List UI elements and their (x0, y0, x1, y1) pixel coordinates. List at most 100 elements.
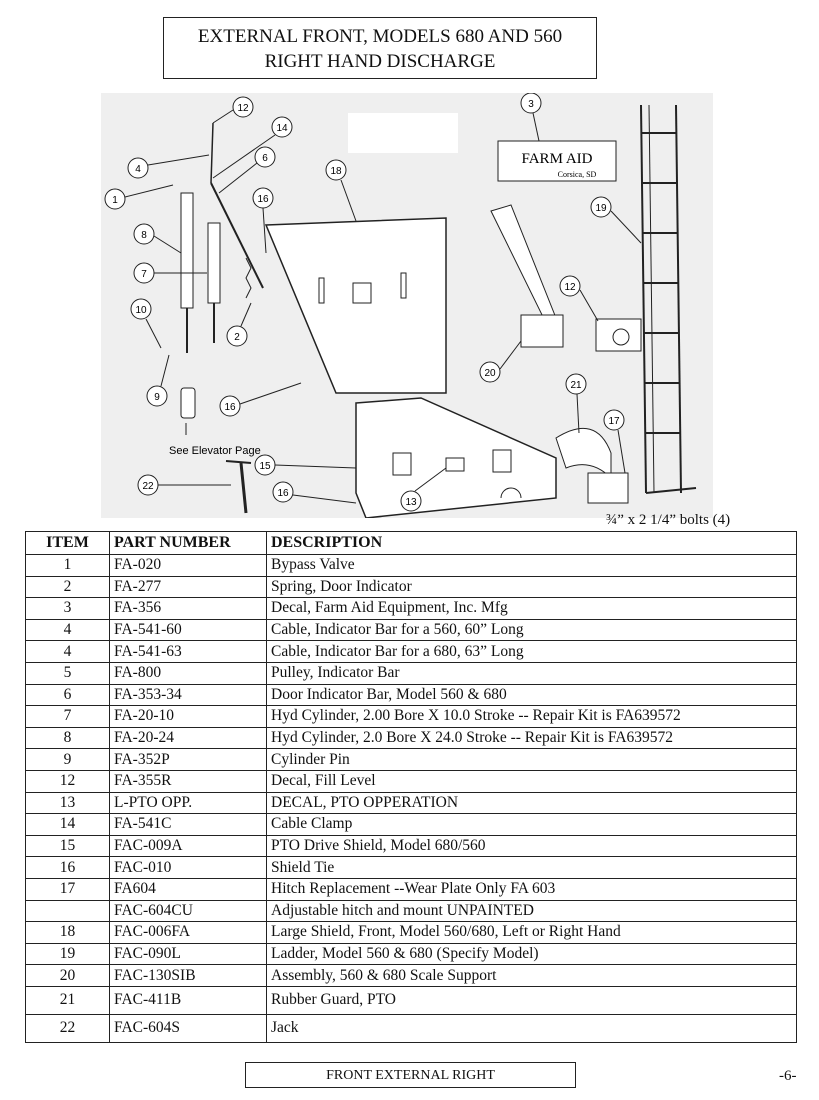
cell-item: 1 (25, 554, 110, 577)
cell-part: FA-352P (109, 748, 267, 771)
svg-text:22: 22 (142, 481, 154, 492)
callout-8: 8 (133, 223, 155, 245)
cell-desc: Cable, Indicator Bar for a 680, 63” Long (266, 640, 797, 663)
cell-desc: Assembly, 560 & 680 Scale Support (266, 964, 797, 987)
jack-part (239, 462, 248, 514)
cell-part: FAC-090L (109, 942, 267, 966)
cell-desc: Spring, Door Indicator (266, 575, 797, 599)
cell-desc: DECAL, PTO OPPERATION (266, 791, 797, 815)
svg-text:12: 12 (564, 282, 576, 293)
cell-item: 8 (25, 726, 110, 750)
page-title: EXTERNAL FRONT, MODELS 680 AND 560 (197, 26, 563, 47)
callout-19: 19 (590, 196, 612, 218)
svg-text:6: 6 (262, 153, 268, 164)
indicator-cable-part (210, 122, 214, 184)
cell-part: FAC-604CU (109, 899, 267, 923)
callout-4: 4 (127, 157, 149, 179)
diagram-svg: FARM AID Corsica, SD 12 14 4 (104, 93, 697, 518)
cell-item: 19 (25, 942, 110, 966)
cell-desc: Cylinder Pin (266, 748, 797, 771)
cell-item: 4 (25, 640, 110, 663)
cell-part: FA-356 (109, 597, 267, 620)
page-subtitle: RIGHT HAND DISCHARGE (264, 51, 496, 72)
cell-desc: Hitch Replacement --Wear Plate Only FA 6… (266, 877, 797, 901)
cell-part: FAC-411B (109, 985, 267, 1015)
callout-16-c: 16 (272, 481, 294, 503)
scale-support-part (490, 204, 557, 324)
svg-text:13: 13 (405, 497, 417, 508)
cell-desc: Pulley, Indicator Bar (266, 661, 797, 685)
svg-text:7: 7 (141, 269, 147, 280)
callout-7: 7 (133, 262, 155, 284)
pto-window (392, 452, 412, 476)
cell-desc: Hyd Cylinder, 2.0 Bore X 24.0 Stroke -- … (266, 726, 797, 750)
cell-desc: PTO Drive Shield, Model 680/560 (266, 834, 797, 858)
leader-lines (124, 109, 642, 504)
cell-item: 7 (25, 705, 110, 728)
callout-21: 21 (565, 373, 587, 395)
svg-text:16: 16 (277, 488, 289, 499)
cell-desc: Ladder, Model 560 & 680 (Specify Model) (266, 942, 797, 966)
cell-item: 12 (25, 769, 110, 793)
svg-text:18: 18 (330, 166, 342, 177)
cylinder-7-part (207, 222, 221, 304)
rubber-guard-part (555, 428, 612, 480)
cylinder-8-part (180, 192, 194, 309)
cell-part: FAC-010 (109, 856, 267, 879)
elevator-note: See Elevator Page (169, 445, 261, 457)
footer-label: FRONT EXTERNAL RIGHT (245, 1062, 576, 1088)
large-shield-part (264, 217, 447, 394)
table-header-row: ITEM PART NUMBER DESCRIPTION (25, 531, 797, 555)
door-indicator-bar-part (210, 182, 264, 289)
callout-16-a: 16 (252, 187, 274, 209)
cell-part: FAC-006FA (109, 921, 267, 944)
cell-desc: Decal, Farm Aid Equipment, Inc. Mfg (266, 597, 797, 620)
svg-text:19: 19 (595, 203, 607, 214)
cell-part: L-PTO OPP. (109, 791, 267, 815)
jack-handle (225, 460, 252, 464)
cell-desc: Cable, Indicator Bar for a 560, 60” Long (266, 618, 797, 642)
cell-part: FA604 (109, 877, 267, 901)
svg-text:1: 1 (112, 195, 118, 206)
cell-part: FA-541C (109, 813, 267, 836)
callout-14: 14 (271, 116, 293, 138)
cell-item: 17 (25, 877, 110, 901)
cell-item: 9 (25, 748, 110, 771)
pto-window (445, 457, 465, 472)
cell-item: 22 (25, 1013, 110, 1043)
svg-text:16: 16 (257, 194, 269, 205)
bolts-note: ¾” x 2 1/4” bolts (4) (606, 512, 731, 528)
header-part-number: PART NUMBER (109, 531, 267, 555)
cell-item: 16 (25, 856, 110, 879)
svg-text:17: 17 (608, 416, 620, 427)
cell-desc: Cable Clamp (266, 813, 797, 836)
pin-plate-part (180, 387, 196, 419)
scale-support-plate (520, 314, 564, 348)
cell-desc: Decal, Fill Level (266, 769, 797, 793)
ladder-part (640, 104, 697, 494)
cell-part: FA-277 (109, 575, 267, 599)
callout-22: 22 (137, 474, 159, 496)
fill-level-dial (612, 328, 630, 346)
page-number: -6- (779, 1068, 797, 1084)
door-spring-part (245, 257, 252, 299)
fill-level-decal-part (595, 318, 642, 352)
callout-20: 20 (479, 361, 501, 383)
cell-part: FAC-604S (109, 1013, 267, 1043)
cell-desc: Hyd Cylinder, 2.00 Bore X 10.0 Stroke --… (266, 705, 797, 728)
cell-part: FA-353-34 (109, 683, 267, 707)
cell-item: 18 (25, 921, 110, 944)
cell-item (25, 899, 110, 923)
callout-18: 18 (325, 159, 347, 181)
